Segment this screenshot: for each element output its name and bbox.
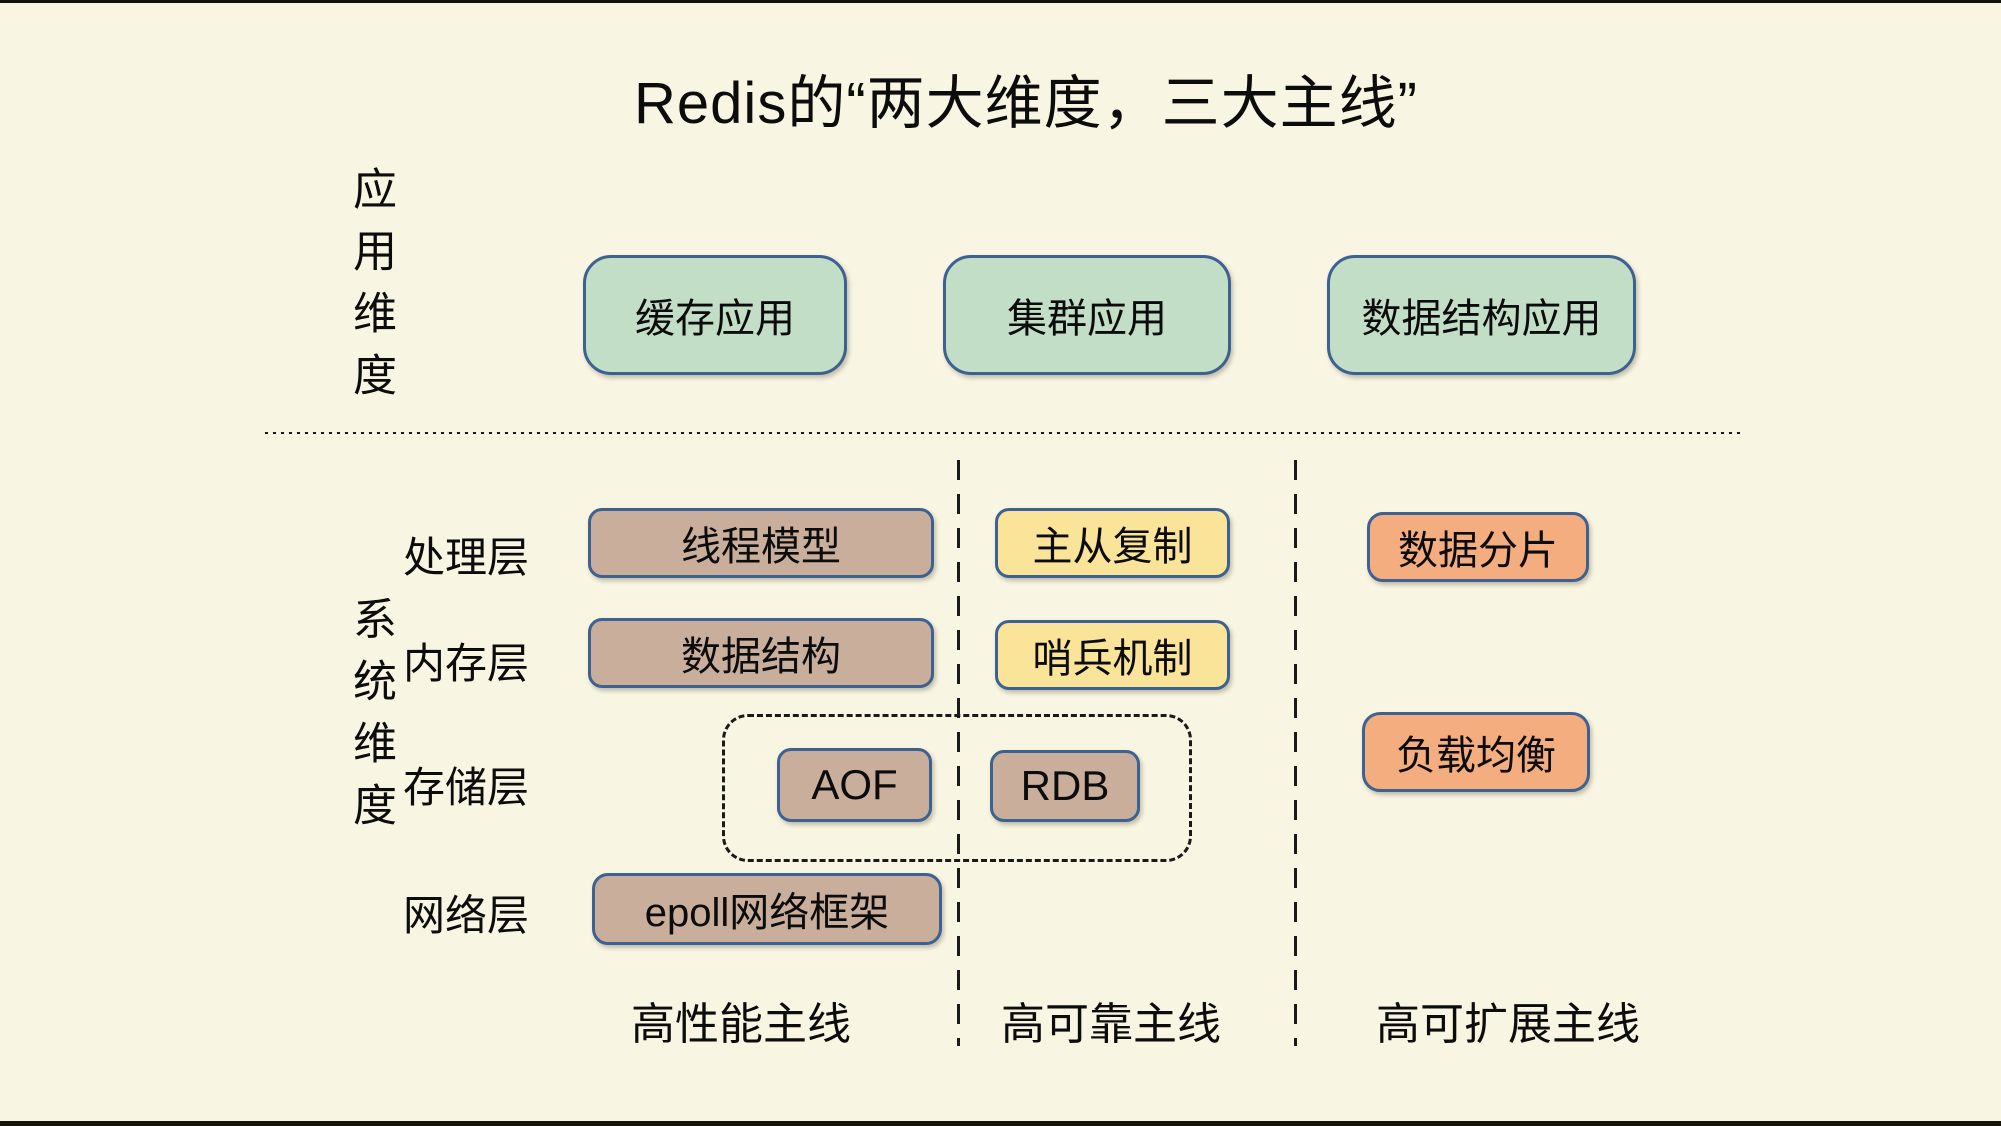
layer-label-processing: 处理层 xyxy=(403,534,530,581)
box-aof: AOF xyxy=(777,748,932,822)
application-dimension-label: 应用维度 xyxy=(346,166,395,414)
vertical-dashed-divider-2 xyxy=(1294,460,1297,1046)
mainline-label-performance: 高性能主线 xyxy=(631,1000,851,1049)
layer-label-memory: 内存层 xyxy=(403,640,530,687)
box-load-balancing: 负载均衡 xyxy=(1362,712,1590,792)
vertical-dashed-divider-1 xyxy=(957,460,960,1046)
app-box-cache: 缓存应用 xyxy=(583,255,847,375)
box-epoll-framework: epoll网络框架 xyxy=(592,873,942,945)
box-data-sharding: 数据分片 xyxy=(1367,512,1589,582)
layer-label-storage: 存储层 xyxy=(403,764,530,811)
app-box-data-structure: 数据结构应用 xyxy=(1327,255,1636,375)
horizontal-dotted-divider xyxy=(265,432,1740,434)
mainline-label-scalability: 高可扩展主线 xyxy=(1376,1000,1640,1049)
bottom-border-bar xyxy=(0,1121,2001,1126)
persistence-group-dashed-outline xyxy=(722,714,1192,862)
app-box-cluster: 集群应用 xyxy=(943,255,1231,375)
layer-label-network: 网络层 xyxy=(403,892,530,939)
box-master-slave-replication: 主从复制 xyxy=(995,508,1230,578)
box-rdb: RDB xyxy=(990,750,1140,822)
diagram-title: Redis的“两大维度，三大主线” xyxy=(634,71,1418,136)
top-border-bar xyxy=(0,0,2001,3)
system-dimension-label: 系统维度 xyxy=(346,596,395,844)
mainline-label-reliability: 高可靠主线 xyxy=(1001,1000,1221,1049)
box-data-structure: 数据结构 xyxy=(588,618,934,688)
box-thread-model: 线程模型 xyxy=(588,508,934,578)
box-sentinel: 哨兵机制 xyxy=(995,620,1230,690)
